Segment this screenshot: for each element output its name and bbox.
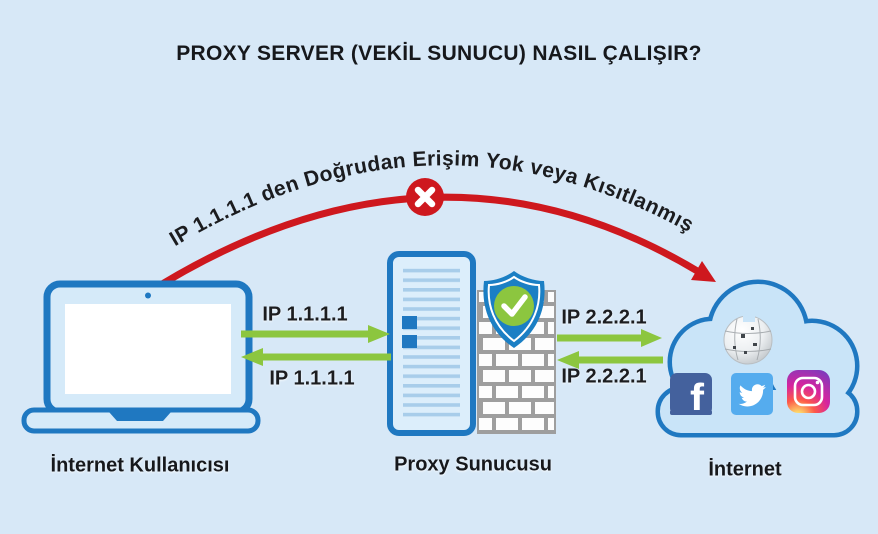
shield-check-icon [483, 271, 545, 348]
laptop-icon [21, 280, 261, 434]
flow-arrows [241, 325, 663, 369]
ip-label-client-to-proxy: IP 1.1.1.1 [262, 303, 348, 326]
arrow-internet-to-proxy [557, 351, 663, 369]
laptop-camera [145, 292, 151, 299]
wikipedia-missing-piece [743, 314, 755, 322]
check-mark [501, 294, 528, 317]
facebook-icon: f [670, 373, 712, 422]
ip-label-internet-to-proxy: IP 2.2.2.1 [561, 365, 647, 388]
instagram-icon [787, 370, 830, 413]
server-icon [387, 251, 476, 436]
internet-node-label: İnternet [708, 458, 782, 481]
client-node-label: İnternet Kullanıcısı [50, 454, 230, 477]
proxy-node-label: Proxy Sunucusu [394, 453, 552, 476]
laptop-notch [109, 412, 171, 421]
laptop-screen [65, 304, 231, 394]
arrow-proxy-to-internet [557, 329, 662, 347]
wikipedia-icon [723, 314, 773, 365]
page-title: PROXY SERVER (VEKİL SUNUCU) NASIL ÇALIŞI… [176, 42, 702, 65]
ip-label-proxy-to-client: IP 1.1.1.1 [269, 367, 355, 390]
twitter-icon [731, 373, 773, 415]
blocked-route-arrowhead [691, 261, 716, 282]
blocked-x-icon [406, 178, 444, 216]
arrow-proxy-to-client [241, 348, 391, 366]
ip-label-proxy-to-internet: IP 2.2.2.1 [561, 306, 647, 329]
arrow-client-to-proxy [241, 325, 390, 343]
